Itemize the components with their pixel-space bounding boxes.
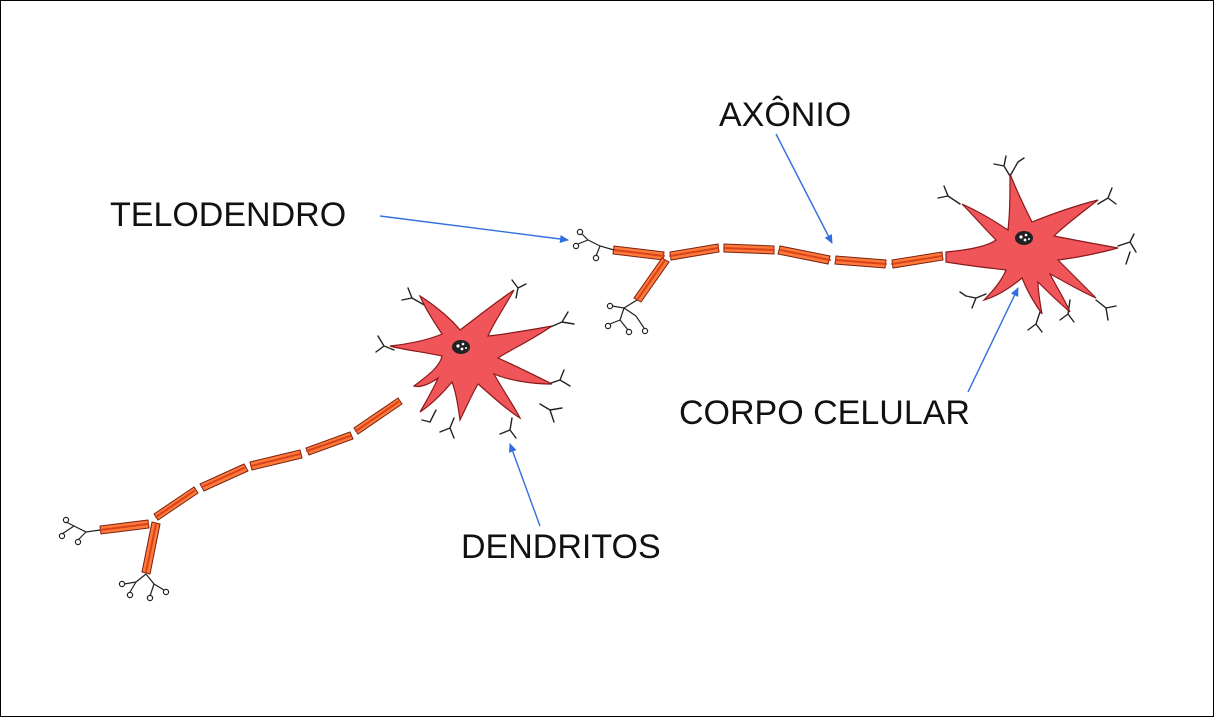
arrow-cell-body: [968, 288, 1018, 392]
cell-body-lower: [390, 290, 552, 420]
cell-body-upper: [946, 174, 1118, 314]
label-dendrites: DENDRITOS: [461, 530, 661, 564]
telodendron-upper: [573, 229, 647, 334]
arrow-axon: [776, 134, 832, 243]
label-telodendron: TELODENDRO: [110, 198, 346, 232]
label-axon: AXÔNIO: [719, 98, 851, 132]
label-cell-body: CORPO CELULAR: [679, 396, 970, 430]
axon-upper: [613, 244, 943, 302]
nucleus-lower: [452, 340, 470, 354]
neuron-upper: [573, 156, 1136, 335]
axon-lower: [100, 398, 402, 574]
nucleus-upper: [1015, 231, 1033, 245]
arrow-telodendron: [380, 216, 568, 240]
arrow-dendrites: [510, 444, 540, 526]
